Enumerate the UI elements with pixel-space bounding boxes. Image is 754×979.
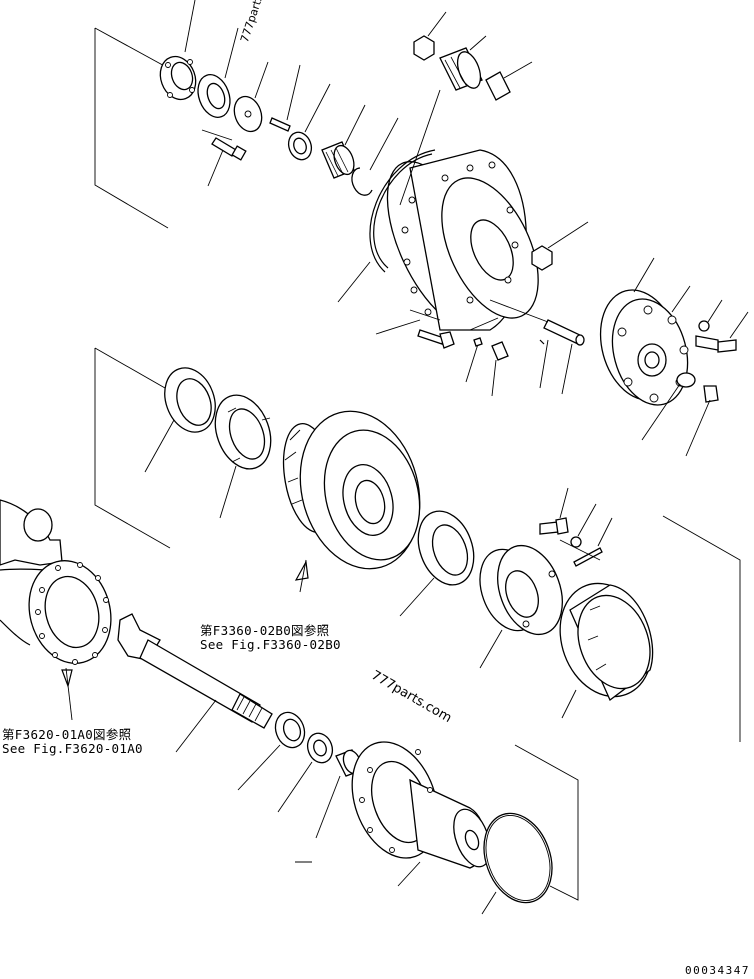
reference-label-en-1: See Fig.F3360-02B0 — [200, 637, 341, 652]
bearing-middle — [399, 510, 475, 617]
cover-plug — [641, 372, 719, 457]
cover-bolt — [695, 299, 749, 353]
spindle — [351, 741, 491, 887]
tapered-bearing-top — [439, 35, 487, 91]
dowel-pin — [489, 299, 585, 395]
large-o-ring — [337, 149, 436, 303]
snap-ring — [351, 117, 399, 196]
pin — [269, 64, 301, 132]
reference-label-jp-1: 第F3360-02B0図参照 — [200, 623, 330, 638]
spindle-carrier — [282, 410, 421, 593]
drawing-code: 00034347 — [685, 964, 750, 977]
bolt-top — [201, 129, 247, 187]
hub-bolt — [375, 309, 455, 349]
reference-label-jp-2: 第F3620-01A0図参照 — [2, 727, 132, 742]
needle-bearing — [321, 104, 366, 179]
bearing-cup — [144, 367, 216, 473]
bottom-frame — [295, 744, 579, 901]
nut-top — [413, 11, 447, 61]
bearing-cone-top — [485, 61, 533, 101]
hub-cover — [599, 257, 691, 406]
thrust-washer — [233, 61, 269, 133]
oil-seal — [237, 711, 306, 791]
axle-housing — [0, 499, 112, 721]
middle-group-frame — [94, 347, 171, 549]
reference-label-en-2: See Fig.F3620-01A0 — [2, 741, 143, 756]
ring-gear — [559, 582, 654, 719]
middle-right-frame — [559, 515, 741, 742]
roller-bearing-top — [197, 27, 239, 118]
tapered-roller-bearing — [214, 394, 272, 519]
gear-hub-fasteners — [539, 487, 613, 567]
ring-gear-hub — [479, 544, 563, 669]
spacer-ring — [277, 732, 334, 813]
hub-nut — [531, 221, 589, 271]
wheel-hub-housing — [386, 89, 539, 331]
axle-shaft — [117, 613, 273, 753]
seal-ring — [287, 83, 331, 161]
spindle-o-ring — [481, 812, 553, 915]
bearing-flange — [159, 0, 197, 101]
hub-plug — [465, 317, 509, 397]
